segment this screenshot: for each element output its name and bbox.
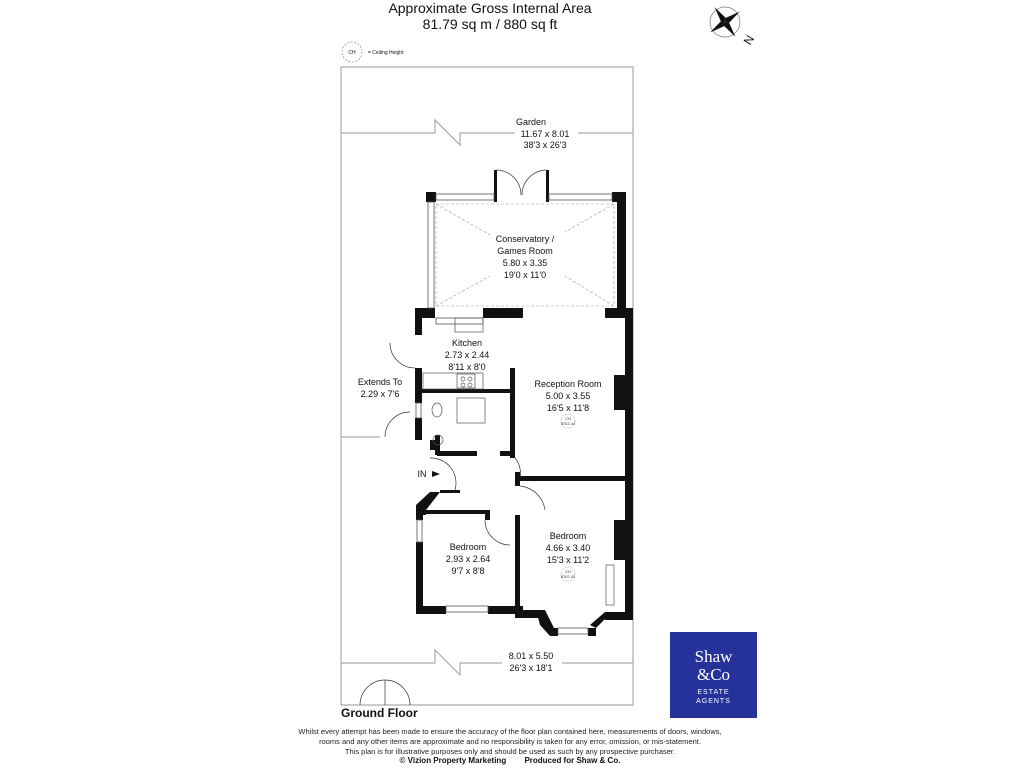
svg-text:16'5 x 11'8: 16'5 x 11'8 [547,403,589,413]
credit-vizion: © Vizion Property Marketing [399,756,507,765]
windows [415,193,613,635]
gross-area-title: Approximate Gross Internal Area [388,0,592,16]
svg-text:15'3 x 11'2: 15'3 x 11'2 [547,555,589,565]
wardrobe [605,564,615,606]
ceiling-height-legend: CH = Ceiling Height [341,41,404,63]
room-kitchen: Kitchen 2.73 x 2.44 8'11 x 8'0 [445,338,490,372]
shaw-and-co-logo: Shaw &Co ESTATE AGENTS [670,632,757,718]
fixtures [422,317,615,606]
svg-text:2.93 x 2.64: 2.93 x 2.64 [446,554,491,564]
sink-icon [454,317,484,333]
svg-text:CH: CH [565,569,571,574]
svg-text:8'0/2.44: 8'0/2.44 [561,421,576,426]
svg-text:11.67 x 8.01: 11.67 x 8.01 [521,129,570,139]
north-label: N [741,33,757,48]
svg-text:Reception Room: Reception Room [534,379,601,389]
svg-text:Games Room: Games Room [497,246,553,256]
svg-text:= Ceiling Height: = Ceiling Height [368,50,404,56]
plot-boundary [340,66,634,706]
svg-text:Garden: Garden [516,117,546,127]
svg-text:Extends To: Extends To [358,377,402,387]
svg-text:8.01 x 5.50: 8.01 x 5.50 [509,651,554,661]
room-reception: Reception Room 5.00 x 3.55 16'5 x 11'8 C… [534,379,602,429]
entrance-arrow-icon [432,471,440,477]
entrance-label: IN [418,469,427,479]
svg-text:Bedroom: Bedroom [550,531,587,541]
svg-text:CH: CH [348,50,356,56]
hob-icon [456,373,476,389]
doors [359,169,547,706]
svg-text:9'7 x 8'8: 9'7 x 8'8 [452,566,485,576]
compass-rose-icon [709,6,741,38]
svg-text:5.00 x 3.55: 5.00 x 3.55 [546,391,591,401]
credit-produced-for: Produced for Shaw & Co. [524,756,621,765]
svg-text:CH: CH [565,416,571,421]
shower-icon [456,397,486,424]
basin-icon [432,434,444,446]
svg-text:Bedroom: Bedroom [450,542,487,552]
front-garden: 8.01 x 5.50 26'3 x 18'1 [509,651,554,673]
svg-text:38'3 x 26'3: 38'3 x 26'3 [524,140,567,150]
room-bedroom-2: Bedroom 4.66 x 3.40 15'3 x 11'2 CH 8'0/2… [546,531,591,582]
svg-text:Kitchen: Kitchen [452,338,482,348]
svg-text:19'0 x 11'0: 19'0 x 11'0 [504,270,546,280]
svg-text:5.80 x 3.35: 5.80 x 3.35 [503,258,548,268]
svg-text:Conservatory /: Conservatory / [496,234,555,244]
floor-label: Ground Floor [341,706,418,720]
toilet-icon [431,402,443,418]
walls [415,170,633,636]
room-bedroom-1: Bedroom 2.93 x 2.64 9'7 x 8'8 [446,542,491,576]
room-extends: Extends To 2.29 x 7'6 [358,377,402,399]
room-garden: Garden 11.67 x 8.01 38'3 x 26'3 [516,117,569,150]
gross-area-value: 81.79 sq m / 880 sq ft [422,16,558,32]
svg-text:4.66 x 3.40: 4.66 x 3.40 [546,543,591,553]
svg-text:2.29 x 7'6: 2.29 x 7'6 [361,389,400,399]
svg-text:26'3 x 18'1: 26'3 x 18'1 [510,663,553,673]
room-conservatory: Conservatory / Games Room 5.80 x 3.35 19… [496,234,555,280]
conservatory-roof-lines [435,203,615,307]
svg-text:2.73 x 2.44: 2.73 x 2.44 [445,350,490,360]
disclaimer: Whilst every attempt has been made to en… [298,727,722,756]
svg-text:8'0/2.43: 8'0/2.43 [561,574,576,579]
svg-text:8'11 x 8'0: 8'11 x 8'0 [448,362,485,372]
credits: © Vizion Property Marketing Produced for… [250,756,770,765]
